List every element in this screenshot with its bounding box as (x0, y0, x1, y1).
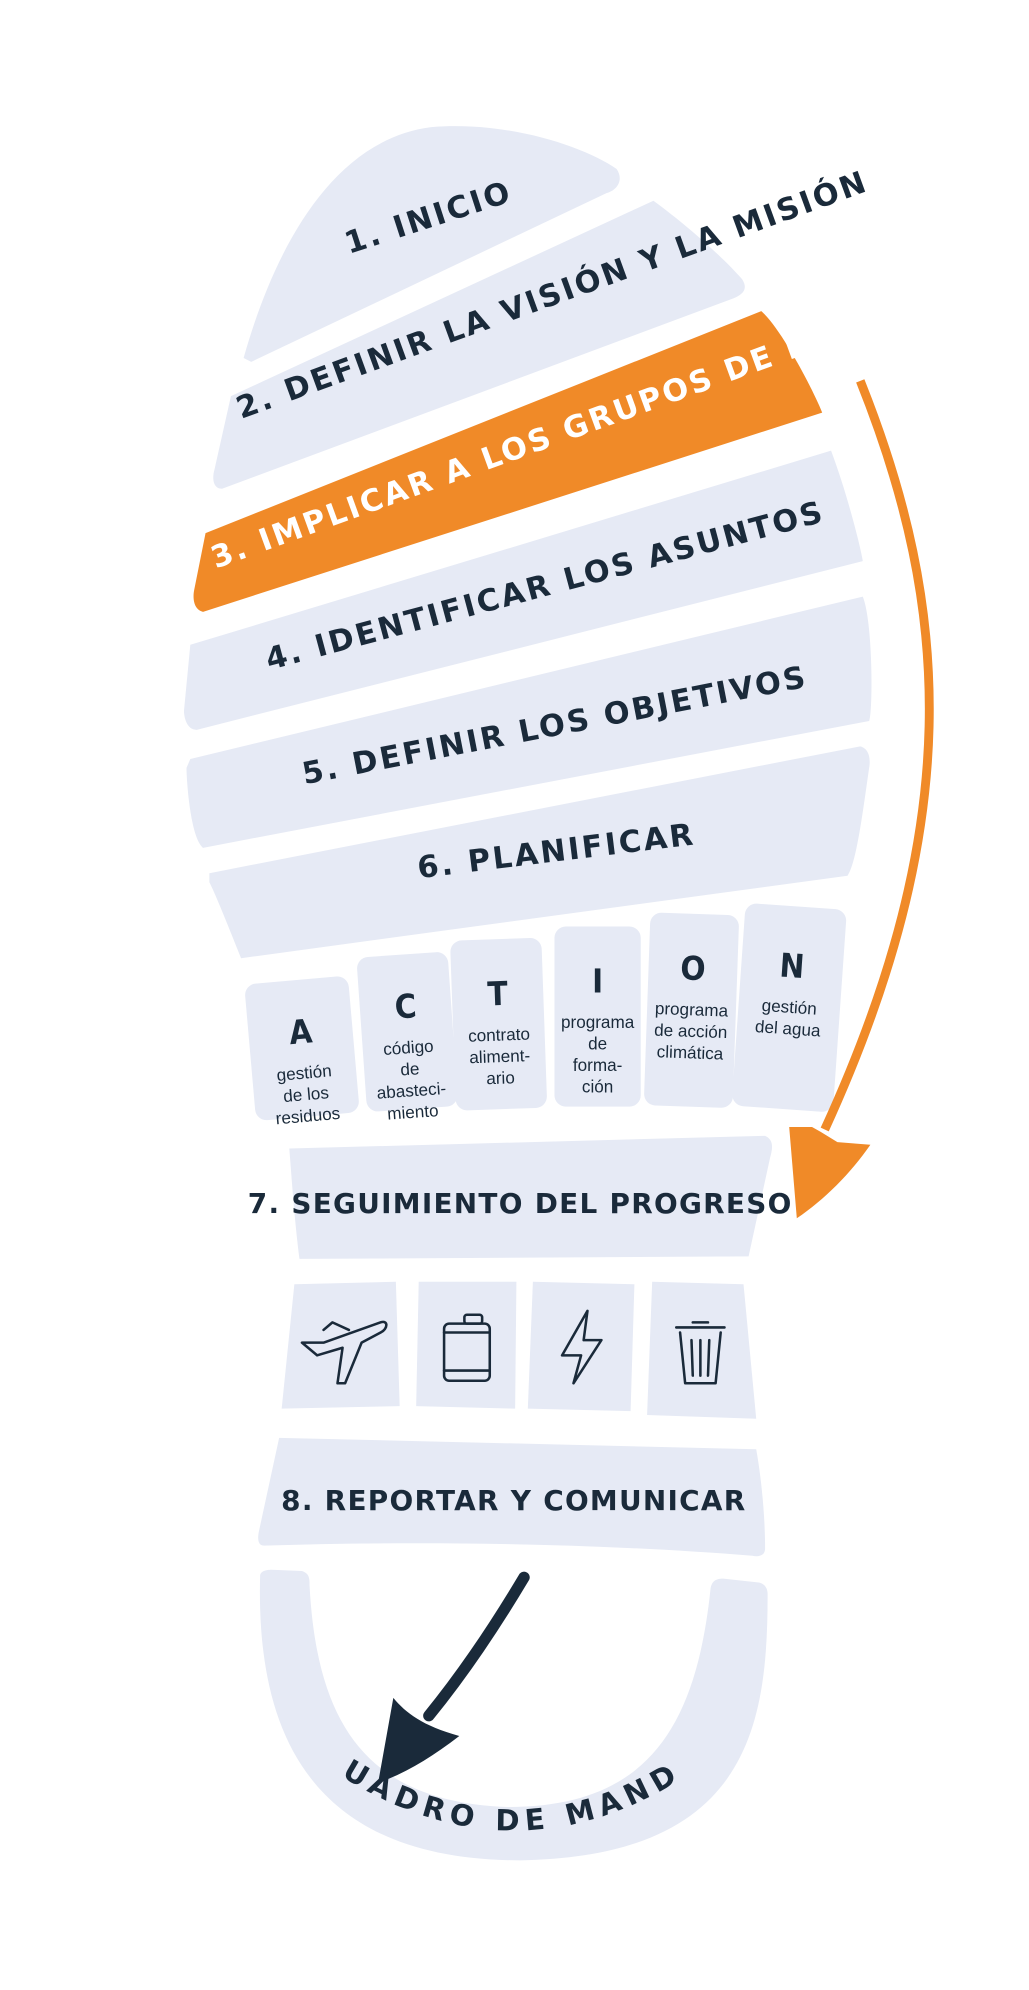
fuel-canister-icon-tile (416, 1281, 517, 1409)
action-letter: N (778, 946, 805, 987)
action-tile-bg (644, 912, 739, 1108)
action-description-line: aliment- (469, 1046, 530, 1067)
action-description-line: del agua (754, 1017, 821, 1041)
action-letter: I (592, 961, 603, 1000)
action-description-line: climática (656, 1042, 724, 1063)
action-description-line: gestión (276, 1061, 333, 1085)
action-description-line: abasteci- (376, 1079, 447, 1103)
action-description-line: programa (655, 999, 729, 1021)
step-label: 7. SEGUIMIENTO DEL PROGRESO (248, 1187, 793, 1220)
action-tile-bg (357, 952, 458, 1112)
action-tile-bg (450, 938, 547, 1111)
step-label: 8. REPORTAR Y COMUNICAR (281, 1484, 746, 1517)
action-description-line: forma- (573, 1056, 622, 1075)
action-description-line: de (400, 1059, 420, 1079)
action-letter: O (680, 948, 707, 988)
action-letter: T (487, 974, 509, 1014)
trash-bin-icon (675, 1321, 726, 1385)
tracking-icon-tiles (281, 1281, 757, 1419)
dashboard-arrow-icon (378, 1571, 530, 1783)
step-8-reportar: 8. REPORTAR Y COMUNICAR (258, 1437, 766, 1557)
action-description-line: miento (387, 1101, 440, 1124)
lightning-icon-tile (527, 1281, 635, 1412)
action-description-line: ario (486, 1068, 515, 1088)
step-7-seguimiento: 7. SEGUIMIENTO DEL PROGRESO (248, 1135, 793, 1259)
airplane-icon-tile (281, 1281, 400, 1409)
action-description-line: gestión (761, 996, 817, 1019)
fuel-canister-icon (442, 1313, 492, 1382)
action-tile-bg (245, 976, 359, 1121)
trash-bin-icon-tile (647, 1281, 757, 1419)
action-letter: A (287, 1011, 313, 1052)
action-description-line: de (588, 1035, 607, 1054)
action-description-line: contrato (468, 1025, 530, 1046)
action-description-line: programa (561, 1013, 635, 1032)
action-description-line: residuos (275, 1104, 341, 1129)
action-description-line: de los (282, 1083, 329, 1106)
action-description-line: ción (582, 1078, 613, 1097)
lightning-icon (560, 1309, 603, 1385)
action-tile-bg (554, 926, 641, 1107)
action-tile-bg (732, 903, 847, 1112)
progress-arrow-icon (789, 379, 934, 1219)
step-1-inicio: 1. INICIO (243, 126, 620, 362)
action-letter: C (393, 986, 417, 1026)
airplane-icon (300, 1320, 388, 1385)
action-description-line: código (383, 1037, 435, 1059)
step-6-planificar: 6. PLANIFICAR (209, 746, 870, 959)
action-description-line: de acción (654, 1021, 728, 1043)
